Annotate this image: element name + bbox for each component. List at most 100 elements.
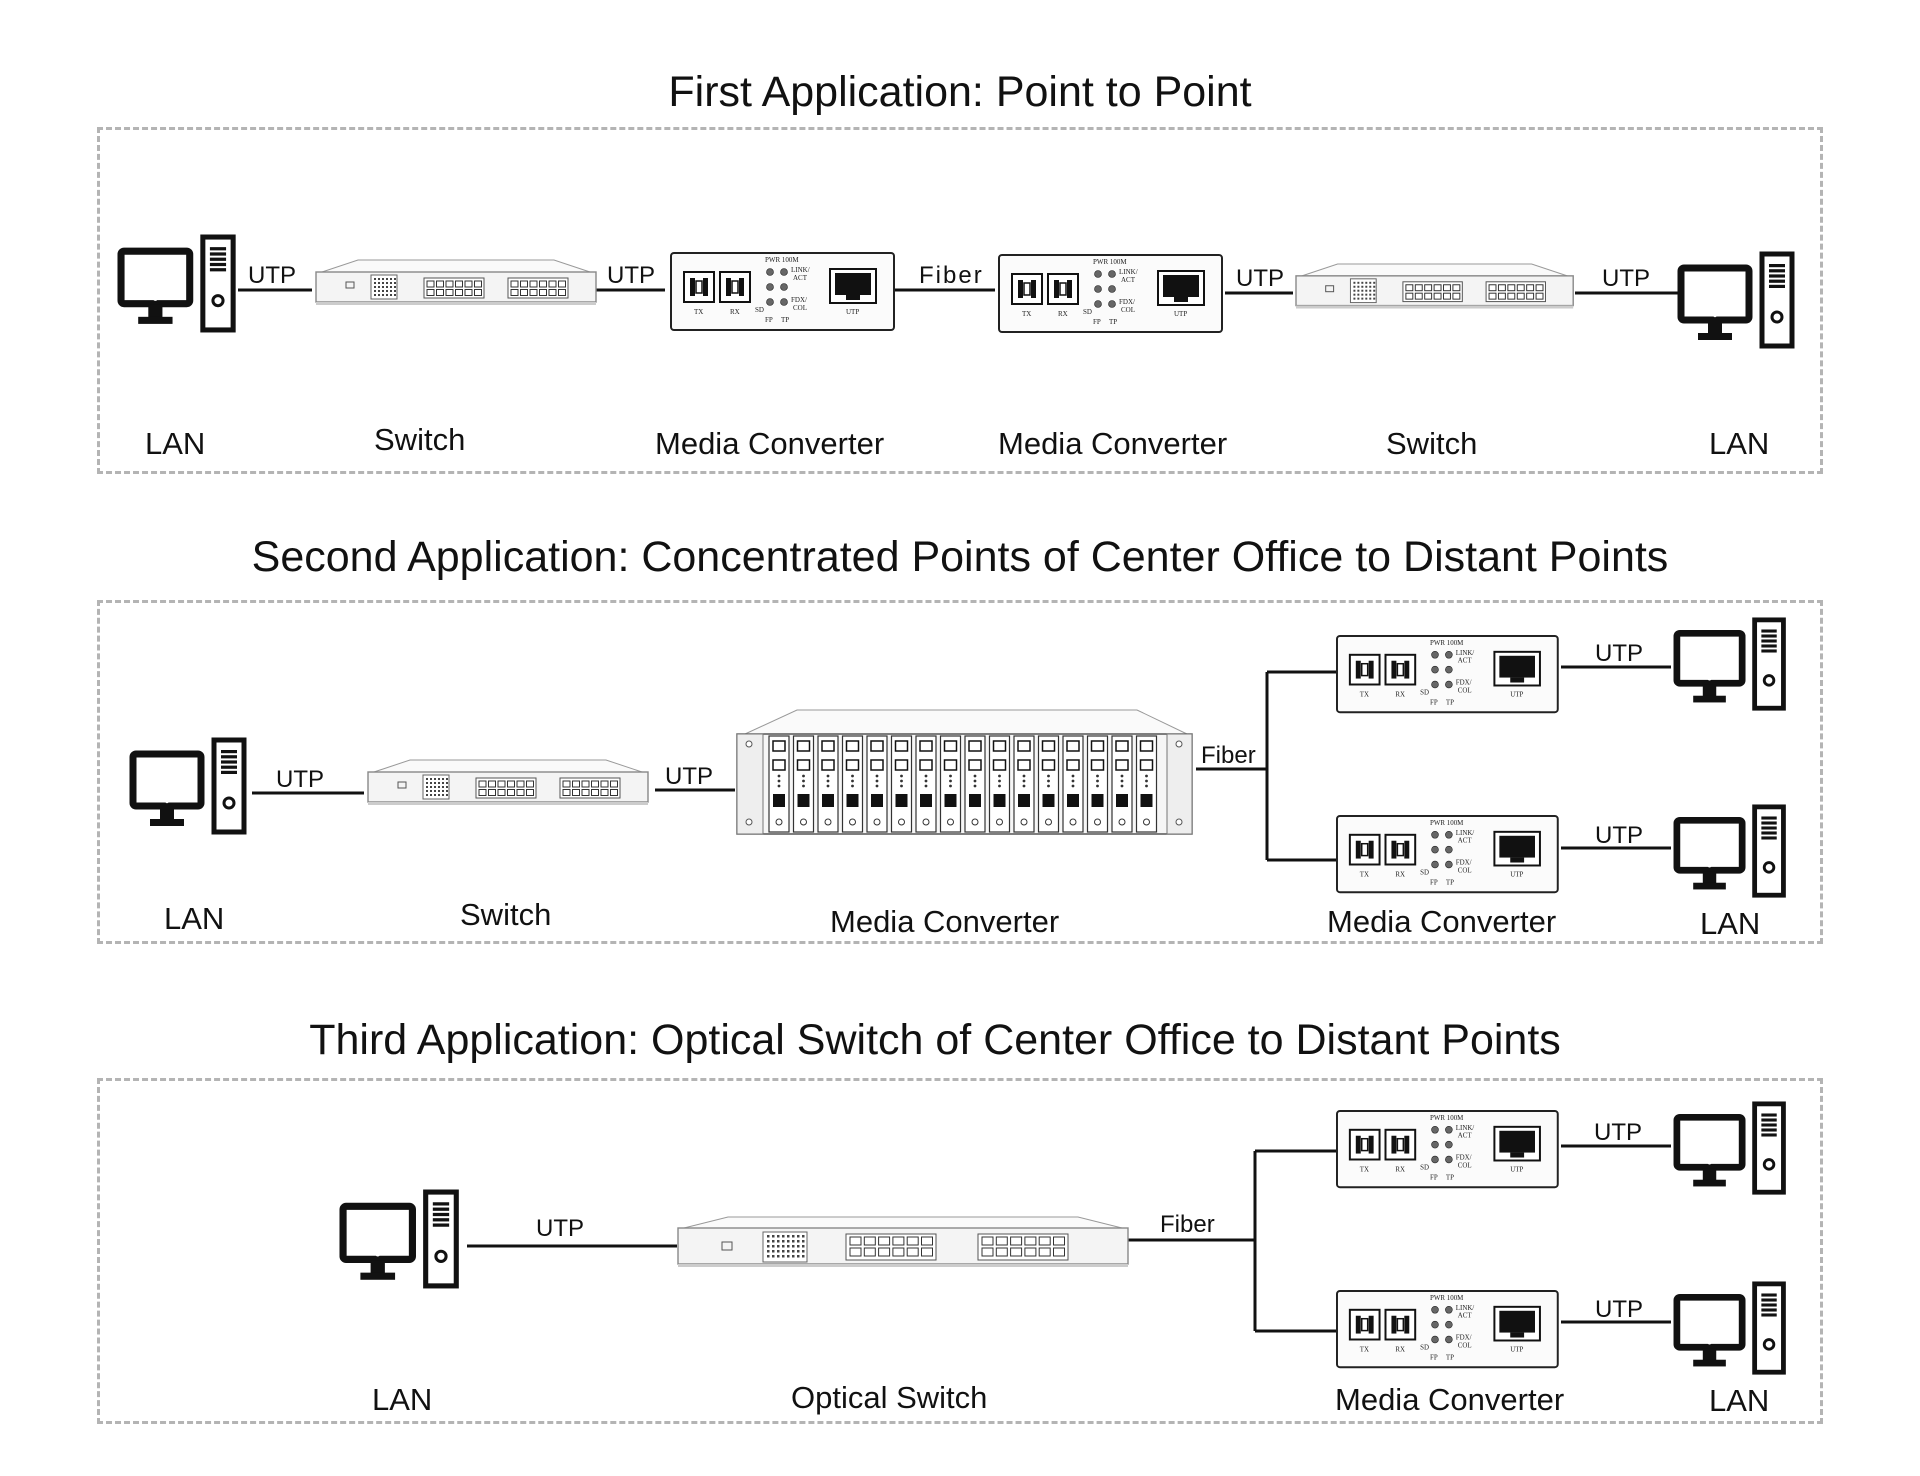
section-1-frame xyxy=(97,127,1823,474)
device-label: LAN xyxy=(1700,906,1760,941)
link-label: UTP xyxy=(276,766,324,793)
port-label: TX xyxy=(1022,310,1031,318)
panel-label: COL xyxy=(1121,306,1135,314)
link-labels-section-2: UTP UTP Fiber UTP UTP xyxy=(276,640,1643,849)
port-label: TX xyxy=(1360,1346,1369,1353)
panel-label: SD xyxy=(1420,1344,1429,1351)
panel-label: PWR 100M xyxy=(1430,1295,1463,1302)
link-label: UTP xyxy=(607,262,655,289)
panel-label: FDX/ xyxy=(1119,298,1135,306)
link-label: UTP xyxy=(1236,265,1284,292)
panel-label: COL xyxy=(1458,1162,1472,1169)
link-label: Fiber xyxy=(919,262,984,289)
panel-label: FDX/ xyxy=(1456,1335,1472,1342)
panel-label: PWR 100M xyxy=(765,256,799,264)
device-label: LAN xyxy=(164,901,224,936)
panel-label: COL xyxy=(1458,867,1472,874)
wires-section-3 xyxy=(467,1144,1671,1333)
device-label: Switch xyxy=(1386,426,1477,461)
panel-label: LINK/ xyxy=(1456,1305,1475,1312)
panel-label: FP xyxy=(765,316,773,324)
section-2-title: Second Application: Concentrated Points … xyxy=(251,533,1669,581)
port-label: RX xyxy=(1395,871,1405,878)
panel-label: LINK/ xyxy=(1456,650,1475,657)
link-label: UTP xyxy=(1594,1119,1642,1146)
link-label: Fiber xyxy=(1201,742,1256,769)
panel-label: ACT xyxy=(1458,658,1473,665)
device-label: Media Converter xyxy=(998,426,1227,461)
panel-label: LINK/ xyxy=(1119,268,1138,276)
computer-icon xyxy=(1673,804,1786,898)
panel-label: COL xyxy=(1458,1342,1472,1349)
device-label: LAN xyxy=(1709,426,1769,461)
device-label: Switch xyxy=(460,897,551,932)
panel-label: COL xyxy=(1458,687,1472,694)
panel-label: PWR 100M xyxy=(1430,640,1463,647)
section-3-frame xyxy=(97,1078,1823,1424)
computer-icon xyxy=(1673,1281,1786,1375)
computer-icon xyxy=(1673,1101,1786,1195)
panel-label: ACT xyxy=(1458,1133,1473,1140)
device-label: LAN xyxy=(1709,1383,1769,1418)
port-label: UTP xyxy=(1174,310,1187,318)
device-label: LAN xyxy=(372,1382,432,1417)
link-label: UTP xyxy=(248,262,296,289)
panel-label: SD xyxy=(1420,689,1429,696)
panel-label: LINK/ xyxy=(1456,1125,1475,1132)
computer-icon xyxy=(1673,617,1786,711)
port-label: RX xyxy=(730,308,740,316)
link-label: Fiber xyxy=(1160,1211,1215,1238)
computer-icon xyxy=(129,737,247,835)
switch-icon xyxy=(315,259,597,305)
link-labels-section-1: UTP UTP Fiber UTP UTP xyxy=(248,262,1650,292)
panel-label: ACT xyxy=(1121,276,1136,284)
link-label: UTP xyxy=(1595,1296,1643,1323)
device-label: Media Converter xyxy=(830,904,1059,939)
link-label: UTP xyxy=(1595,822,1643,849)
panel-label: SD xyxy=(1083,308,1092,316)
port-label: TX xyxy=(1360,1166,1369,1173)
panel-label: TP xyxy=(1446,1354,1454,1361)
panel-label: TP xyxy=(1446,1174,1454,1181)
port-label: TX xyxy=(694,308,703,316)
panel-label: PWR 100M xyxy=(1093,258,1127,266)
section-2-frame xyxy=(97,600,1823,944)
device-label: LAN xyxy=(145,426,205,461)
panel-label: FP xyxy=(1430,1174,1438,1181)
computer-icon xyxy=(117,234,236,333)
panel-label: SD xyxy=(1420,869,1429,876)
panel-label: PWR 100M xyxy=(1430,820,1463,827)
port-label: UTP xyxy=(1510,871,1523,878)
link-label: UTP xyxy=(665,763,713,790)
port-label: UTP xyxy=(1510,1166,1523,1173)
port-label: UTP xyxy=(1510,691,1523,698)
port-label: RX xyxy=(1395,1346,1405,1353)
panel-label: LINK/ xyxy=(791,266,810,274)
device-label: Media Converter xyxy=(1327,904,1556,939)
port-label: UTP xyxy=(1510,1346,1523,1353)
port-label: TX xyxy=(1360,871,1369,878)
device-labels: LAN Switch Media Converter Media Convert… xyxy=(145,422,1769,1418)
link-labels-section-3: UTP Fiber UTP UTP xyxy=(536,1119,1643,1323)
link-label: UTP xyxy=(1602,265,1650,292)
panel-label: ACT xyxy=(1458,1313,1473,1320)
computer-icon xyxy=(1677,251,1795,349)
device-label: Optical Switch xyxy=(791,1380,987,1415)
panel-label: FDX/ xyxy=(1456,860,1472,867)
panel-label: TP xyxy=(1446,879,1454,886)
panel-label: SD xyxy=(1420,1164,1429,1171)
panel-label: FDX/ xyxy=(791,296,807,304)
panel-label: FDX/ xyxy=(1456,1155,1472,1162)
port-label: RX xyxy=(1395,1166,1405,1173)
computer-icon xyxy=(339,1189,459,1289)
switch-icon xyxy=(1295,263,1574,309)
panel-label: TP xyxy=(781,316,789,324)
